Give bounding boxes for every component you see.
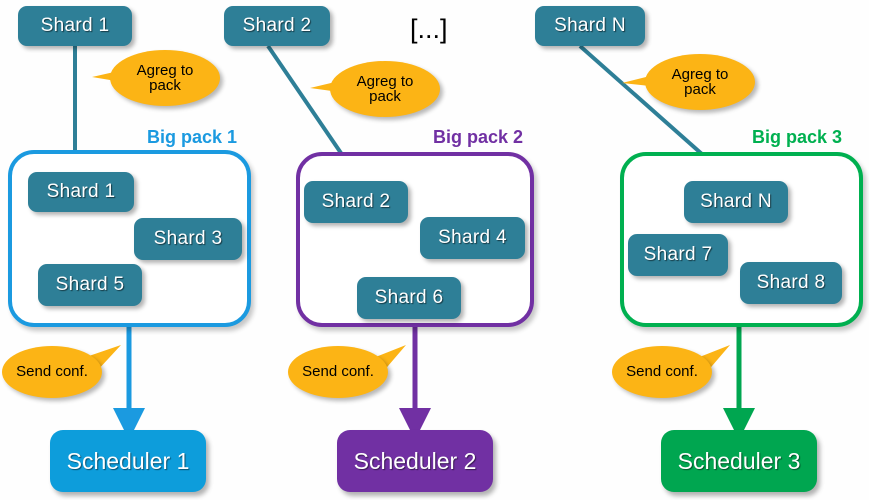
pack-3-shard-n[interactable]: Shard N	[684, 181, 788, 223]
scheduler-2[interactable]: Scheduler 2	[337, 430, 493, 492]
scheduler-1[interactable]: Scheduler 1	[50, 430, 206, 492]
pack-3-shard-8-label: Shard 8	[756, 272, 826, 293]
pack-3-label: Big pack 3	[752, 127, 843, 147]
callout-send-2[interactable]: Send conf.	[288, 346, 388, 398]
source-shard-1[interactable]: Shard 1	[18, 6, 132, 46]
pack-3-shard-n-label: Shard N	[700, 191, 772, 212]
pack-2-shard-2[interactable]: Shard 2	[304, 181, 408, 223]
callout-line-1: Agreg to	[356, 72, 414, 90]
callout-line-1: Send conf.	[302, 363, 374, 381]
pack-2-shard-4-label: Shard 4	[438, 227, 507, 248]
scheduler-1-label: Scheduler 1	[66, 447, 190, 474]
pack-1-shard-5-label: Shard 5	[55, 274, 125, 295]
callout-line-1: Send conf.	[16, 363, 88, 381]
callout-bubble	[2, 346, 102, 398]
ellipsis-marker: [...]	[410, 14, 448, 44]
scheduler-2-label: Scheduler 2	[353, 447, 477, 474]
callout-send-3[interactable]: Send conf.	[612, 346, 712, 398]
pack-2-shard-6[interactable]: Shard 6	[357, 277, 461, 319]
source-shard-1-label: Shard 1	[40, 15, 110, 36]
pack-2-shard-6-label: Shard 6	[374, 287, 444, 308]
callout-agreg-2[interactable]: Agreg to pack	[330, 61, 440, 117]
pack-1-shard-1[interactable]: Shard 1	[28, 172, 134, 212]
callout-agreg-3[interactable]: Agreg to pack	[645, 54, 755, 110]
source-shard-2-label: Shard 2	[242, 15, 312, 36]
callout-agreg-3-text: Agreg to pack	[645, 54, 755, 110]
source-shard-n[interactable]: Shard N	[535, 6, 645, 46]
pack-2-shard-4[interactable]: Shard 4	[420, 217, 525, 259]
callout-line-1: Agreg to	[671, 65, 729, 83]
pack-1-shard-5[interactable]: Shard 5	[38, 264, 142, 306]
source-shard-2[interactable]: Shard 2	[224, 6, 330, 46]
callout-agreg-1-text: Agreg to pack	[110, 50, 220, 106]
pack-1-shard-1-label: Shard 1	[46, 181, 116, 202]
pack-3-shard-7-label: Shard 7	[643, 244, 713, 265]
pack-1-label: Big pack 1	[147, 127, 238, 147]
callout-agreg-2-text: Agreg to pack	[330, 61, 440, 117]
callout-bubble	[288, 346, 388, 398]
callout-line-2: pack	[149, 77, 181, 94]
callout-send-1[interactable]: Send conf.	[2, 346, 102, 398]
callout-send-2-text: Send conf.	[288, 346, 388, 398]
callout-send-1-text: Send conf.	[2, 346, 102, 398]
scheduler-3[interactable]: Scheduler 3	[661, 430, 817, 492]
pack-2-label: Big pack 2	[433, 127, 524, 147]
callout-line-1: Agreg to	[136, 61, 194, 79]
pack-1-shard-3-label: Shard 3	[153, 228, 223, 249]
callout-send-3-text: Send conf.	[612, 346, 712, 398]
pack-3-shard-8[interactable]: Shard 8	[740, 262, 842, 304]
callout-line-1: Send conf.	[626, 363, 698, 381]
callout-line-2: pack	[684, 81, 716, 98]
callout-line-2: pack	[369, 88, 401, 105]
callout-bubble	[612, 346, 712, 398]
pack-3-shard-7[interactable]: Shard 7	[628, 234, 728, 276]
source-shard-n-label: Shard N	[554, 15, 626, 36]
callout-agreg-1[interactable]: Agreg to pack	[110, 50, 220, 106]
scheduler-3-label: Scheduler 3	[677, 447, 801, 474]
pack-2-shard-2-label: Shard 2	[321, 191, 391, 212]
pack-1-shard-3[interactable]: Shard 3	[134, 218, 242, 260]
